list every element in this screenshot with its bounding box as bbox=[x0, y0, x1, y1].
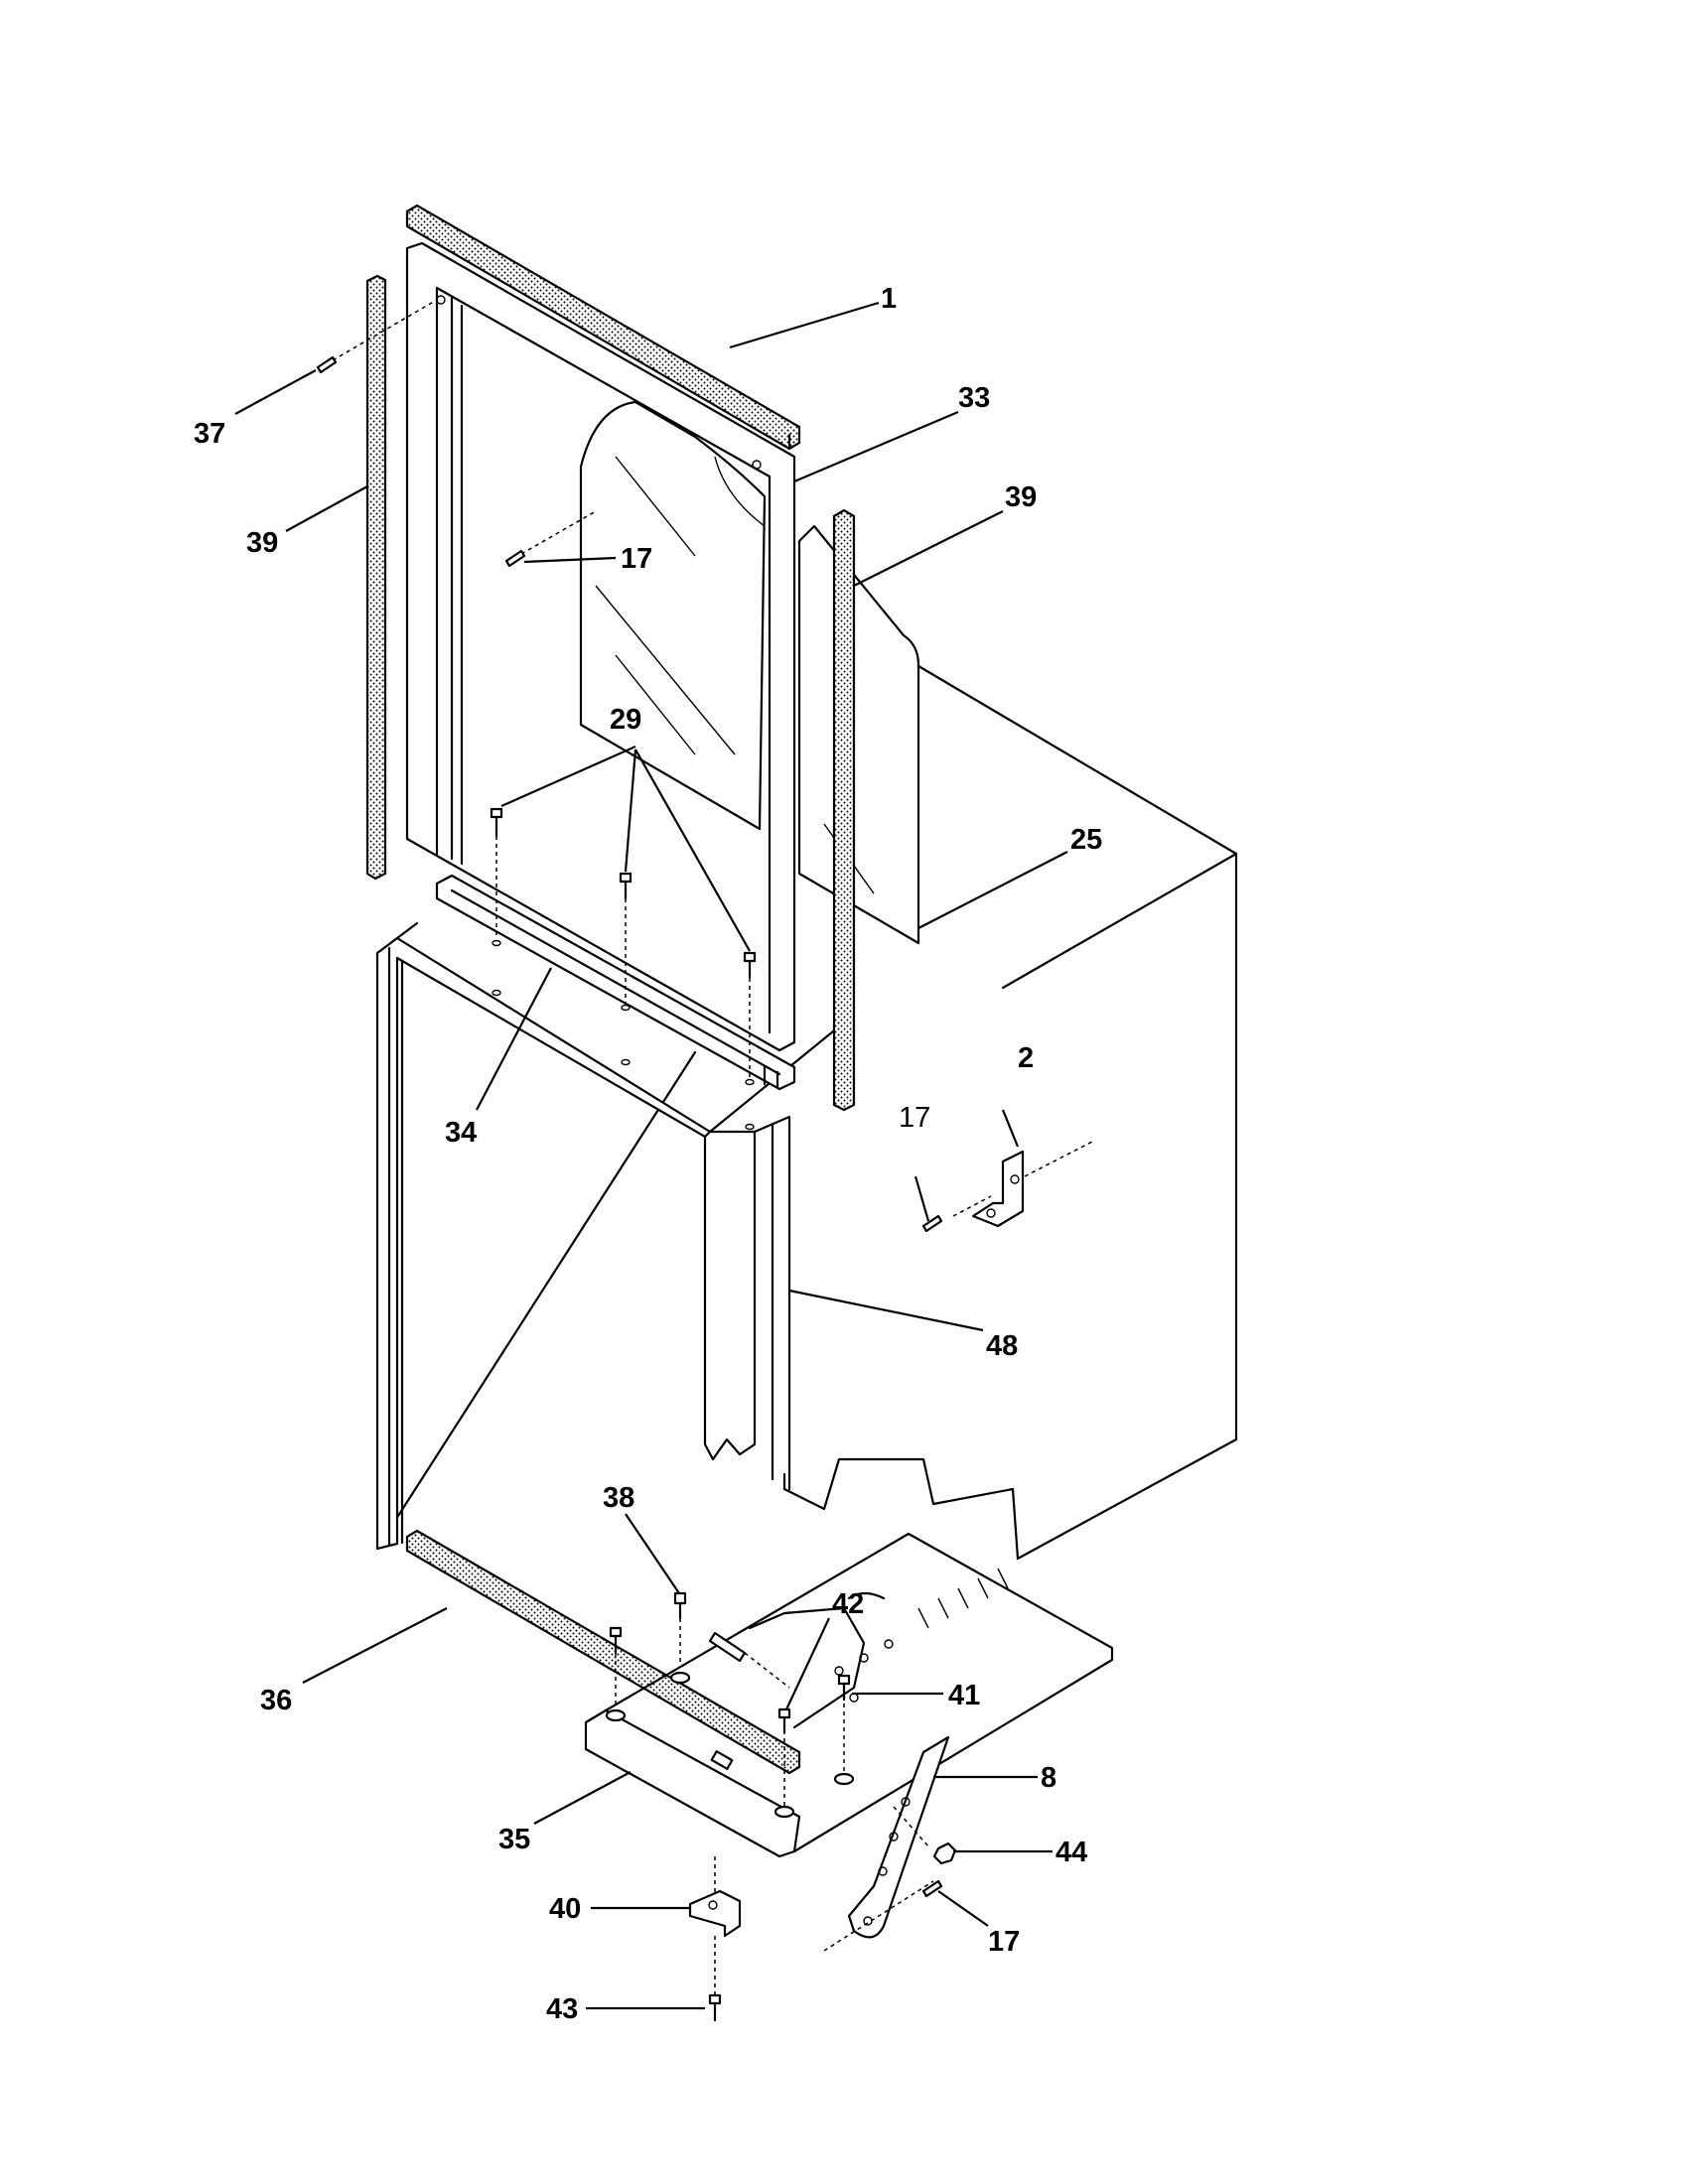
label-39-right: 39 bbox=[1005, 481, 1037, 513]
callout-leaders bbox=[234, 301, 1068, 2010]
partition-panel bbox=[703, 1115, 791, 1491]
label-17-leg: 17 bbox=[988, 1926, 1020, 1958]
label-44: 44 bbox=[1055, 1837, 1087, 1868]
label-25: 25 bbox=[1070, 824, 1102, 856]
screw-17-frame bbox=[504, 510, 597, 568]
label-1: 1 bbox=[881, 283, 897, 315]
cabinet-box bbox=[380, 661, 1238, 1561]
sill-channel bbox=[435, 874, 796, 1091]
label-8: 8 bbox=[1041, 1762, 1056, 1794]
left-side-gasket bbox=[365, 274, 387, 881]
bracket-2 bbox=[921, 1141, 1093, 1233]
label-40: 40 bbox=[549, 1893, 581, 1925]
label-34: 34 bbox=[445, 1117, 477, 1149]
label-43: 43 bbox=[546, 1993, 578, 2025]
label-36: 36 bbox=[260, 1685, 292, 1716]
glass-panel bbox=[579, 400, 920, 945]
label-42: 42 bbox=[832, 1588, 864, 1620]
bracket-40 bbox=[688, 1856, 742, 2022]
label-37: 37 bbox=[194, 418, 225, 450]
label-33: 33 bbox=[958, 382, 990, 414]
support-leg bbox=[823, 1735, 957, 1952]
tray-screws bbox=[605, 1591, 855, 1819]
bottom-gasket bbox=[405, 1529, 801, 1775]
callout-labels: 1 33 37 39 39 17 29 25 34 2 17 48 38 42 … bbox=[194, 283, 1102, 2025]
label-39-left: 39 bbox=[246, 527, 278, 559]
label-17-frame: 17 bbox=[621, 543, 652, 575]
label-2: 2 bbox=[1018, 1042, 1034, 1074]
screw-group-29 bbox=[490, 807, 757, 1131]
label-17-bracket: 17 bbox=[899, 1102, 930, 1134]
label-48: 48 bbox=[986, 1330, 1018, 1362]
label-38: 38 bbox=[603, 1482, 634, 1514]
label-29: 29 bbox=[610, 704, 641, 736]
label-35: 35 bbox=[498, 1824, 530, 1855]
right-side-gasket bbox=[832, 508, 856, 1112]
top-gasket bbox=[405, 204, 801, 451]
side-panel-housing bbox=[375, 921, 712, 1551]
label-41: 41 bbox=[948, 1680, 980, 1711]
screw-37 bbox=[316, 299, 438, 374]
